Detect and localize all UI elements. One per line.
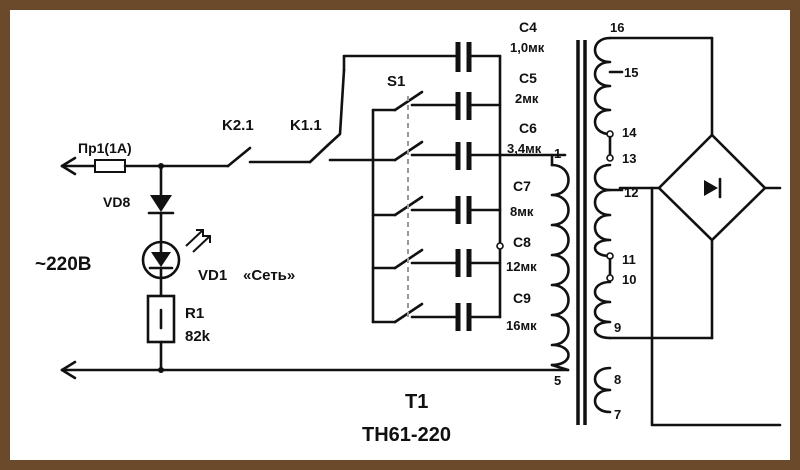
- pin-15: 15: [624, 65, 638, 80]
- led-light-arrows: [185, 229, 211, 253]
- fuse-label: Пр1(1А): [78, 140, 132, 156]
- pin-12: 12: [624, 185, 638, 200]
- pin-11: 11: [622, 252, 636, 267]
- secondary-winding-13-11: [593, 135, 624, 260]
- k11-switch: [308, 54, 457, 164]
- r1-label: R1: [185, 305, 204, 322]
- pin-1: 1: [554, 146, 561, 161]
- bottom-mains-wire: [60, 360, 570, 380]
- pin-14: 14: [622, 125, 637, 140]
- t1-model: ТН61-220: [362, 424, 451, 446]
- mains-voltage-label: ~220В: [35, 254, 92, 275]
- schematic-paper: [10, 10, 790, 460]
- c7-name: C7: [513, 178, 531, 194]
- pin-5: 5: [554, 373, 561, 388]
- capacitor-c9: [455, 303, 502, 331]
- c5-value: 2мк: [515, 91, 539, 106]
- c5-name: C5: [519, 70, 537, 86]
- c9-value: 16мк: [506, 318, 537, 333]
- r1-value: 82k: [185, 328, 211, 345]
- top-mains-wire: [60, 156, 230, 176]
- k21-switch: [226, 146, 312, 168]
- secondary-winding-10-9: [593, 257, 714, 340]
- transformer-core: [576, 40, 587, 425]
- bridge-rectifier: [618, 36, 782, 427]
- c8-name: C8: [513, 234, 531, 250]
- t1-label: T1: [405, 391, 428, 413]
- vd8-label: VD8: [103, 194, 130, 210]
- pin-9: 9: [614, 320, 621, 335]
- pin-16: 16: [610, 20, 624, 35]
- k11-label: K1.1: [290, 117, 322, 134]
- s1-label: S1: [387, 73, 405, 90]
- capacitor-c5: [455, 92, 502, 120]
- capacitor-c7: [455, 196, 502, 224]
- indicator-branch: [141, 164, 211, 372]
- capacitor-c8: [455, 249, 502, 277]
- s1-switch-bank: [371, 90, 457, 324]
- pin-7: 7: [614, 407, 621, 422]
- vd8-diode-symbol: [150, 195, 172, 212]
- capacitor-c6: [455, 142, 502, 170]
- c9-name: C9: [513, 290, 531, 306]
- c4-value: 1,0мк: [510, 40, 545, 55]
- set-label: «Сеть»: [243, 267, 295, 284]
- vd1-label: VD1: [198, 267, 227, 284]
- c6-name: C6: [519, 120, 537, 136]
- fuse-symbol: [94, 159, 126, 173]
- k21-label: K2.1: [222, 117, 254, 134]
- capacitor-bus: [496, 54, 567, 319]
- pin-8: 8: [614, 372, 621, 387]
- c4-name: C4: [519, 19, 537, 35]
- c7-value: 8мк: [510, 204, 534, 219]
- primary-winding: [550, 163, 570, 367]
- pin-13: 13: [622, 151, 636, 166]
- c8-value: 12мк: [506, 259, 537, 274]
- pin-10: 10: [622, 272, 636, 287]
- secondary-winding-8-7: [593, 366, 612, 414]
- capacitor-c4: [455, 42, 502, 72]
- secondary-winding-16-14: [593, 36, 714, 138]
- c6-value: 3,4мк: [507, 141, 542, 156]
